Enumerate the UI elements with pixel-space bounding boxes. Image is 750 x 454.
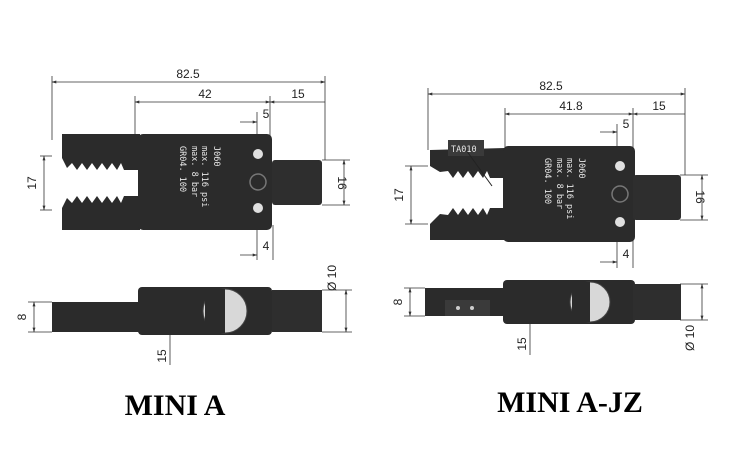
dim-diameter: Ø 10 xyxy=(683,325,697,351)
side-body xyxy=(503,280,635,324)
shank xyxy=(272,160,322,205)
label-psi: max. 116 psi xyxy=(564,158,574,219)
dim-pin-top: 5 xyxy=(623,117,630,131)
dim-pin-top: 5 xyxy=(263,107,270,121)
label-code: J060 xyxy=(211,146,221,166)
dim-pin-bottom: 4 xyxy=(623,247,630,261)
mini-a-title: MINI A xyxy=(125,389,226,422)
dim-overall: 82.5 xyxy=(539,79,563,93)
shank xyxy=(633,175,681,220)
dim-shank-height: 16 xyxy=(335,176,349,190)
side-jaw xyxy=(52,302,142,332)
dim-shank: 15 xyxy=(652,99,666,113)
port-ring xyxy=(249,173,267,191)
side-shank xyxy=(272,290,322,332)
label-pressure: max. 8 bar xyxy=(189,146,199,197)
port-ring xyxy=(611,185,629,203)
dim-pin-bottom: 4 xyxy=(263,239,270,253)
dim-shank-height: 16 xyxy=(693,190,707,204)
gripper-body xyxy=(138,134,272,230)
dim-side-15: 15 xyxy=(155,349,169,363)
label-code: J060 xyxy=(576,158,586,178)
label-model: GR04. 100 xyxy=(177,146,187,192)
mini-a-jz-top-view: TA010 GR04. 100 max. 8 bar max. 116 psi … xyxy=(430,140,681,242)
mini-a-jz-side-view: 8 Ø 10 15 xyxy=(391,280,708,355)
dim-side-15: 15 xyxy=(515,337,529,351)
side-shank xyxy=(633,284,681,320)
jaw-upper xyxy=(62,134,140,170)
pin-hole-top xyxy=(615,161,625,171)
dim-thickness: 8 xyxy=(391,298,405,305)
label-psi: max. 116 psi xyxy=(199,146,209,207)
dim-mid: 41.8 xyxy=(559,99,583,113)
gripper-body xyxy=(503,146,635,242)
sensor-tag: TA010 xyxy=(451,145,477,155)
jaw-lower xyxy=(62,196,140,230)
dim-diameter: Ø 10 xyxy=(325,265,339,291)
label-pressure: max. 8 bar xyxy=(554,158,564,209)
dim-jaw-height: 17 xyxy=(392,188,406,202)
label-model: GR04. 100 xyxy=(542,158,552,204)
mini-a-jz-drawing: 82.5 41.8 15 5 4 17 16 TA010 GR04. 100 m… xyxy=(391,79,708,419)
dim-mid: 42 xyxy=(198,87,212,101)
mini-a-drawing: 82.5 42 15 5 4 17 16 GR04. 100 max. 8 ba… xyxy=(15,67,352,422)
mini-a-side-view: 8 Ø 10 15 xyxy=(15,265,352,365)
dim-overall: 82.5 xyxy=(176,67,200,81)
sensor-cable xyxy=(465,149,493,187)
mini-a-jz-title: MINI A-JZ xyxy=(497,386,643,419)
sensor-bracket xyxy=(448,140,484,156)
pin-hole-bottom xyxy=(253,203,263,213)
dim-shank: 15 xyxy=(291,87,305,101)
side-sensor xyxy=(445,300,490,316)
pin-hole-bottom xyxy=(615,217,625,227)
jaw-lower xyxy=(430,208,505,240)
dim-thickness: 8 xyxy=(15,313,29,320)
dim-jaw-height: 17 xyxy=(25,176,39,190)
mini-a-top-view: GR04. 100 max. 8 bar max. 116 psi J060 xyxy=(62,134,322,230)
pin-hole-top xyxy=(253,149,263,159)
